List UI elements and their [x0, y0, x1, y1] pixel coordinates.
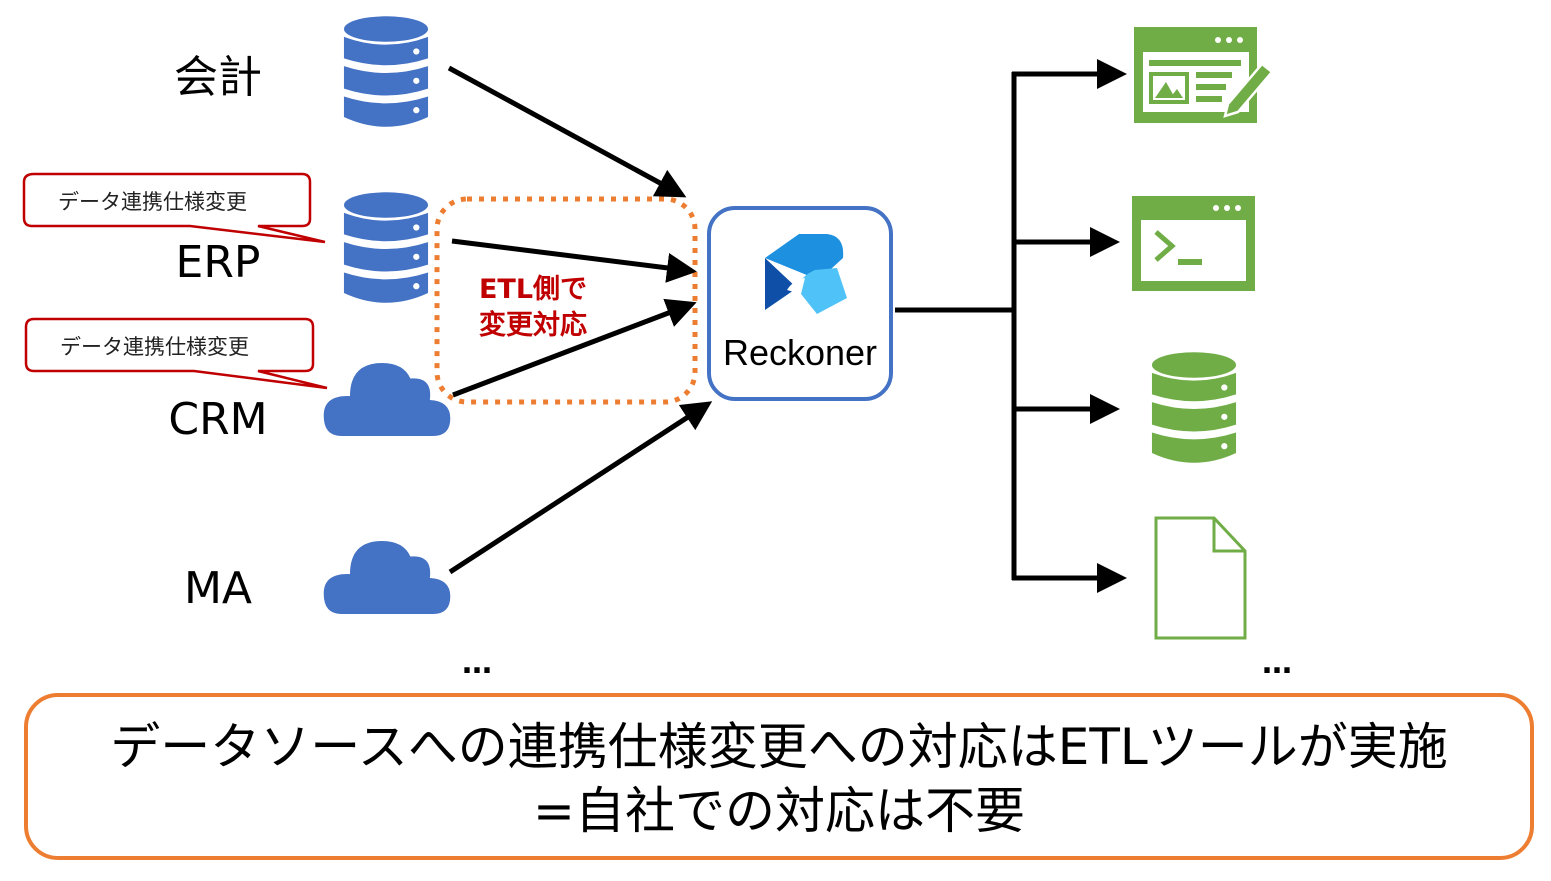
summary-box: データソースへの連携仕様変更への対応はETLツールが実施 =自社での対応は不要 — [24, 693, 1534, 860]
reckoner-name: Reckoner — [722, 332, 878, 373]
destination-document-icon — [1154, 516, 1247, 640]
arrow-crm-to-reckoner — [452, 298, 697, 398]
source-label-crm: CRM — [168, 394, 268, 445]
arrow-accounting-to-reckoner — [447, 65, 687, 198]
crm-callout-text: データ連携仕様変更 — [60, 335, 249, 359]
etl-note-line2: 変更対応 — [479, 310, 587, 341]
destinations-more-ellipsis: … — [1262, 646, 1294, 681]
source-ma-cloud-icon — [323, 540, 451, 614]
source-label-ma: MA — [183, 563, 253, 614]
source-accounting-database-icon — [343, 16, 429, 127]
etl-change-note: ETL側で 変更対応 — [453, 272, 613, 344]
crm-callout-bubble — [24, 317, 328, 390]
erp-callout-bubble — [22, 172, 326, 244]
sources-more-ellipsis: … — [462, 646, 494, 681]
source-crm-cloud-icon — [323, 362, 451, 436]
source-erp-database-icon — [343, 192, 429, 303]
destination-terminal-icon — [1132, 196, 1255, 291]
reckoner-hub: Reckoner — [707, 206, 893, 401]
arrow-ma-to-reckoner — [448, 401, 713, 575]
reckoner-logo-icon — [765, 234, 847, 314]
destination-web-editor-icon — [1134, 27, 1274, 123]
arrow-erp-to-reckoner — [451, 238, 697, 283]
summary-line1: データソースへの連携仕様変更への対応はETLツールが実施 — [110, 718, 1448, 776]
erp-callout-text: データ連携仕様変更 — [58, 190, 247, 214]
source-label-accounting: 会計 — [174, 52, 262, 103]
source-label-erp: ERP — [175, 237, 261, 288]
summary-line2: =自社での対応は不要 — [533, 782, 1025, 840]
destination-database-icon — [1151, 352, 1237, 463]
etl-note-line1: ETL側で — [478, 274, 588, 305]
